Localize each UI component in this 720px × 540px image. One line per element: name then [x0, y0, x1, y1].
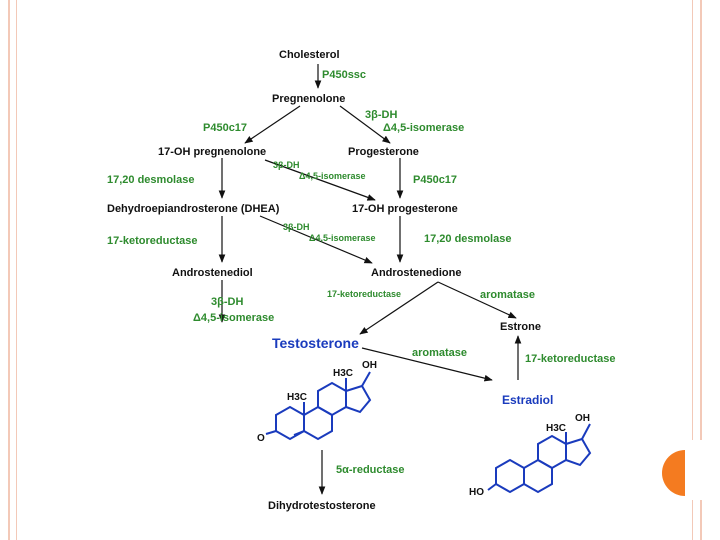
node-estradiol: Estradiol — [502, 393, 554, 407]
arrow-dhea-androstenedione — [259, 215, 373, 264]
node-17oh-pregnenolone: 17-OH pregnenolone — [158, 146, 267, 158]
estradiol-h3c-label: H3C — [546, 423, 567, 434]
node-androstenediol: Androstenediol — [172, 267, 253, 279]
node-testosterone: Testosterone — [272, 335, 359, 351]
enzyme-3bdh-mid2: 3β-DH — [283, 222, 310, 232]
arrow-testosterone-estradiol — [361, 347, 493, 382]
enzyme-5a-reductase: 5α-reductase — [336, 464, 405, 476]
enzyme-ketoreductase-center: 17-ketoreductase — [327, 289, 402, 299]
border-line-left-inner — [16, 0, 17, 540]
node-androstenedione: Androstenedione — [371, 267, 462, 279]
node-progesterone: Progesterone — [348, 146, 419, 158]
enzyme-p450c17-right: P450c17 — [413, 174, 458, 186]
enzyme-3bdh-top: 3β-DH — [365, 109, 398, 121]
arrow-androstenedione-estrone — [437, 281, 517, 319]
estradiol-ho-label: HO — [469, 487, 484, 498]
arrow-pregnenolone-progesterone — [339, 105, 391, 144]
estradiol-oh-label: OH — [575, 413, 590, 424]
node-cholesterol: Cholesterol — [279, 49, 340, 61]
enzyme-p450scc: P450ssc — [322, 69, 367, 81]
node-pregnenolone: Pregnenolone — [272, 93, 346, 105]
border-line-left — [8, 0, 10, 540]
arrow-pregnenolone-17oh-pregnenolone — [244, 105, 301, 144]
node-dihydrotestosterone: Dihydrotestosterone — [268, 500, 376, 512]
arrow-17oh-pregnenolone-17oh-progesterone — [264, 159, 376, 201]
testosterone-structure — [265, 371, 372, 441]
enzyme-3bdh-low: 3β-DH — [211, 296, 244, 308]
node-estrone: Estrone — [500, 321, 541, 333]
testosterone-oh-label: OH — [362, 360, 377, 371]
enzyme-desmolase-left: 17,20 desmolase — [107, 174, 195, 186]
testosterone-h3c-top-label: H3C — [333, 368, 354, 379]
enzyme-ketoreductase-right: 17-ketoreductase — [525, 353, 616, 365]
enzyme-isomerase-low: Δ4,5-isomerase — [193, 312, 275, 324]
border-line-right-inner — [692, 0, 693, 540]
testosterone-o-label: O — [257, 433, 265, 444]
enzyme-p450c17-left: P450c17 — [203, 122, 248, 134]
node-17oh-progesterone: 17-OH progesterone — [352, 203, 458, 215]
enzyme-isomerase-top: Δ4,5-isomerase — [383, 122, 465, 134]
enzyme-isomerase-mid1: Δ4,5-isomerase — [299, 171, 366, 181]
orange-circle-cover — [685, 440, 720, 500]
enzyme-aromatase-right: aromatase — [480, 289, 536, 301]
border-line-right — [700, 0, 702, 540]
enzyme-ketoreductase-left: 17-ketoreductase — [107, 235, 198, 247]
enzyme-aromatase-center: aromatase — [412, 347, 468, 359]
enzyme-3bdh-mid1: 3β-DH — [273, 160, 300, 170]
testosterone-h3c-mid-label: H3C — [287, 392, 308, 403]
estradiol-structure — [487, 423, 592, 494]
enzyme-desmolase-right: 17,20 desmolase — [424, 233, 512, 245]
node-dhea: Dehydroepiandrosterone (DHEA) — [107, 203, 280, 215]
arrow-androstenedione-testosterone — [359, 281, 439, 335]
enzyme-isomerase-mid2: Δ4,5-isomerase — [309, 233, 376, 243]
